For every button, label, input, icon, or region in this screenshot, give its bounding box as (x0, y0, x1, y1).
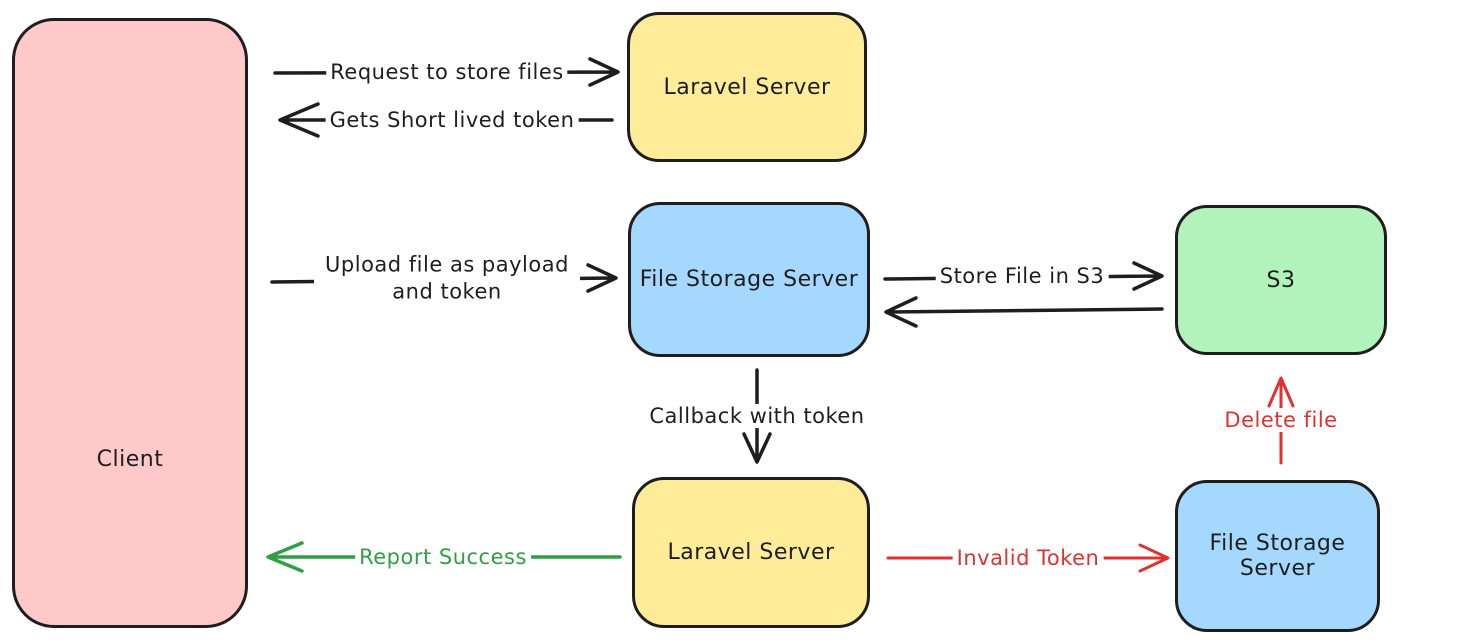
node-client: Client (12, 18, 248, 628)
node-client-label: Client (96, 446, 164, 472)
node-laravel-server-bottom: Laravel Server (632, 477, 870, 628)
node-laravel-server-top: Laravel Server (627, 12, 867, 162)
node-file-storage-server-bottom-label: File Storage Server (1209, 531, 1346, 581)
node-file-storage-server-mid: File Storage Server (628, 202, 870, 357)
node-file-storage-server-mid-label: File Storage Server (639, 267, 859, 292)
node-s3-label: S3 (1266, 267, 1296, 293)
node-file-storage-server-bottom: File Storage Server (1175, 480, 1380, 632)
delete-file-arrow-label: Delete file (1220, 408, 1342, 432)
node-s3: S3 (1175, 205, 1387, 355)
request-arrow-label: Request to store files (326, 60, 568, 84)
node-laravel-server-bottom-label: Laravel Server (667, 540, 835, 565)
upload-arrow-label: Upload file as payload and token (314, 251, 580, 307)
invalid-token-arrow-label: Invalid Token (952, 546, 1104, 570)
store-return-arrow (884, 296, 1164, 328)
report-success-arrow-label: Report Success (355, 545, 531, 569)
callback-arrow-label: Callback with token (645, 404, 869, 428)
store-file-arrow-label: Store File in S3 (935, 264, 1109, 288)
short-lived-token-arrow-label: Gets Short lived token (325, 108, 579, 132)
node-laravel-server-top-label: Laravel Server (663, 74, 831, 100)
